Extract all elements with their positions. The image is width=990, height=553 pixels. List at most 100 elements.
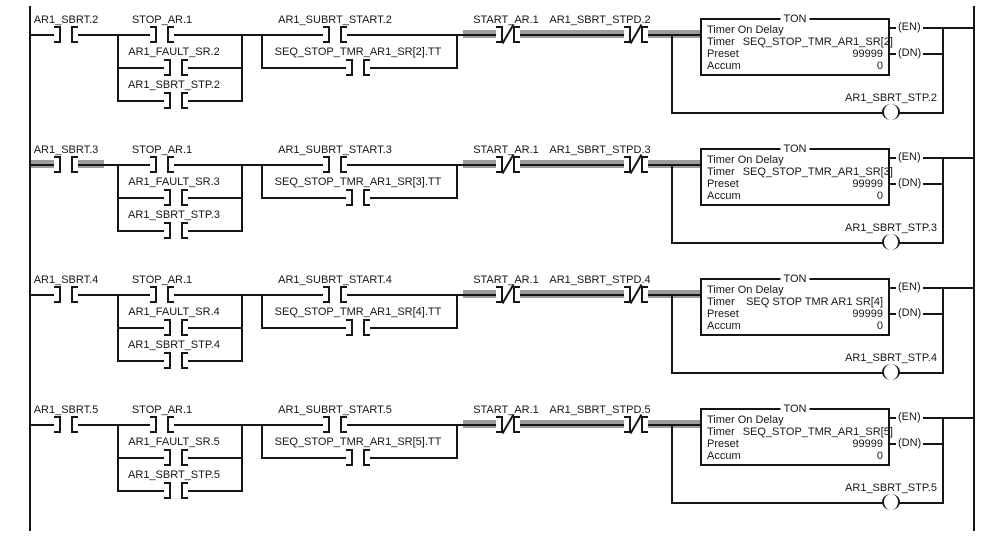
xic-contact[interactable] — [164, 59, 188, 76]
timer-tag-value[interactable]: SEQ_STOP_TMR_AR1_SR[5] — [742, 426, 893, 438]
tag-label[interactable]: AR1_SBRT_STP.4 — [128, 339, 220, 351]
ote-output-coil[interactable] — [882, 104, 900, 120]
tag-label[interactable]: AR1_SBRT.3 — [33, 144, 99, 156]
preset-value[interactable]: 99999 — [852, 48, 883, 60]
tag-label[interactable]: AR1_SBRT_STP.4 — [845, 352, 937, 364]
tag-label[interactable]: AR1_SUBRT_START.3 — [278, 144, 392, 156]
ote-output-coil[interactable] — [882, 494, 900, 510]
tag-label[interactable]: AR1_SBRT_STP.5 — [128, 469, 220, 481]
xic-contact[interactable] — [150, 26, 174, 43]
ote-output-coil[interactable] — [882, 364, 900, 380]
tag-label[interactable]: AR1_SBRT.5 — [33, 404, 99, 416]
tag-label[interactable]: SEQ_STOP_TMR_AR1_SR[4].TT — [274, 306, 442, 318]
timer-tag-value[interactable]: SEQ STOP TMR AR1 SR[4] — [746, 296, 883, 308]
xio-contact[interactable] — [624, 413, 648, 435]
timer-tag-value[interactable]: SEQ_STOP_TMR_AR1_SR[3] — [742, 166, 893, 178]
tag-label[interactable]: START_AR.1 — [473, 144, 539, 156]
tag-label[interactable]: AR1_SBRT_STPD.3 — [549, 144, 651, 156]
tag-label[interactable]: AR1_SBRT_STP.5 — [845, 482, 937, 494]
xic-contact[interactable] — [54, 286, 78, 303]
tag-label[interactable]: AR1_SUBRT_START.5 — [278, 404, 392, 416]
tag-label[interactable]: STOP_AR.1 — [131, 14, 193, 26]
xic-contact[interactable] — [150, 286, 174, 303]
ote-output-coil[interactable] — [882, 234, 900, 250]
tag-label[interactable]: SEQ_STOP_TMR_AR1_SR[3].TT — [274, 176, 442, 188]
xic-contact[interactable] — [346, 189, 370, 206]
xio-contact[interactable] — [496, 283, 520, 305]
xic-contact[interactable] — [323, 416, 347, 433]
tag-label[interactable]: STOP_AR.1 — [131, 144, 193, 156]
tag-label[interactable]: START_AR.1 — [473, 404, 539, 416]
tag-label[interactable]: SEQ_STOP_TMR_AR1_SR[5].TT — [274, 436, 442, 448]
xio-contact[interactable] — [496, 413, 520, 435]
contact-leg — [150, 286, 157, 303]
contact-leg — [167, 156, 174, 173]
tag-label[interactable]: AR1_SUBRT_START.2 — [278, 14, 392, 26]
tag-label[interactable]: AR1_SBRT.4 — [33, 274, 99, 286]
tag-label[interactable]: SEQ_STOP_TMR_AR1_SR[2].TT — [274, 46, 442, 58]
preset-value[interactable]: 99999 — [852, 438, 883, 450]
tag-label[interactable]: START_AR.1 — [473, 274, 539, 286]
xic-contact[interactable] — [54, 156, 78, 173]
tag-label[interactable]: AR1_FAULT_SR.2 — [128, 46, 220, 58]
xio-contact[interactable] — [624, 283, 648, 305]
xic-contact[interactable] — [164, 482, 188, 499]
tag-label[interactable]: AR1_FAULT_SR.3 — [128, 176, 220, 188]
tag-label[interactable]: AR1_SBRT_STPD.5 — [549, 404, 651, 416]
xio-contact[interactable] — [624, 153, 648, 175]
tag-label[interactable]: AR1_SBRT_STP.2 — [128, 79, 220, 91]
tag-label[interactable]: STOP_AR.1 — [131, 404, 193, 416]
tag-label[interactable]: AR1_SBRT_STP.3 — [845, 222, 937, 234]
xic-contact[interactable] — [346, 319, 370, 336]
xic-contact[interactable] — [323, 286, 347, 303]
tag-label[interactable]: AR1_SUBRT_START.4 — [278, 274, 392, 286]
tag-label[interactable]: AR1_SBRT_STP.3 — [128, 209, 220, 221]
tag-label[interactable]: AR1_SBRT.2 — [33, 14, 99, 26]
accum-value[interactable]: 0 — [876, 190, 883, 202]
tag-label[interactable]: AR1_SBRT_STPD.2 — [549, 14, 651, 26]
accum-value[interactable]: 0 — [876, 450, 883, 462]
tag-label[interactable]: AR1_FAULT_SR.5 — [128, 436, 220, 448]
xic-contact[interactable] — [150, 156, 174, 173]
contact-leg — [164, 449, 171, 466]
branch-left-rail — [261, 424, 263, 459]
rung-main-wire — [30, 164, 700, 166]
xic-contact[interactable] — [323, 26, 347, 43]
accum-value[interactable]: 0 — [876, 60, 883, 72]
timer-description: Timer On Delay — [707, 284, 784, 296]
tag-label[interactable]: AR1_SBRT_STP.2 — [845, 92, 937, 104]
xic-contact[interactable] — [323, 156, 347, 173]
xic-contact[interactable] — [164, 352, 188, 369]
xic-contact[interactable] — [164, 189, 188, 206]
xic-contact[interactable] — [164, 222, 188, 239]
preset-value[interactable]: 99999 — [852, 178, 883, 190]
dn-output-bit: (DN) — [896, 177, 924, 189]
xio-contact[interactable] — [624, 23, 648, 45]
xic-contact[interactable] — [346, 59, 370, 76]
tag-label[interactable]: AR1_FAULT_SR.4 — [128, 306, 220, 318]
xic-contact[interactable] — [150, 416, 174, 433]
xic-contact[interactable] — [164, 319, 188, 336]
contact-leg — [181, 352, 188, 369]
preset-value[interactable]: 99999 — [852, 308, 883, 320]
tag-label[interactable]: START_AR.1 — [473, 14, 539, 26]
xic-contact[interactable] — [54, 26, 78, 43]
tag-label[interactable]: AR1_SBRT_STPD.4 — [549, 274, 651, 286]
xic-contact[interactable] — [164, 92, 188, 109]
tag-label[interactable]: STOP_AR.1 — [131, 274, 193, 286]
xic-contact[interactable] — [164, 449, 188, 466]
contact-leg — [150, 26, 157, 43]
xic-contact[interactable] — [54, 416, 78, 433]
xio-contact[interactable] — [496, 23, 520, 45]
xio-contact[interactable] — [496, 153, 520, 175]
timer-tag-value[interactable]: SEQ_STOP_TMR_AR1_SR[2] — [742, 36, 893, 48]
xic-contact[interactable] — [346, 449, 370, 466]
accum-value[interactable]: 0 — [876, 320, 883, 332]
